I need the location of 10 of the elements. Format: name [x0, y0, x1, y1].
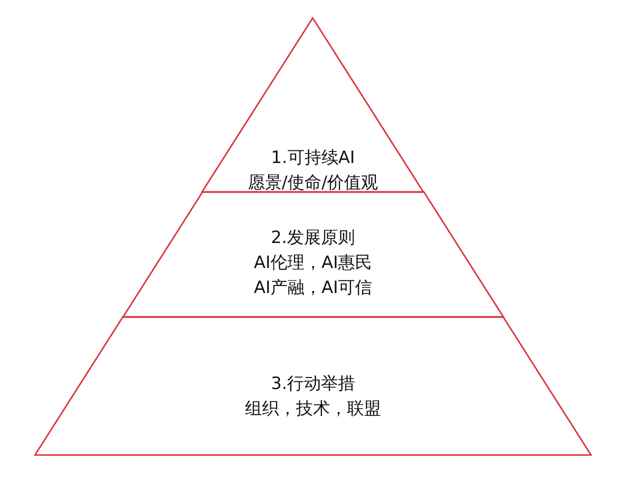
tier-title: 1.可持续AI [271, 147, 355, 170]
tier-text: 愿景/使命/价值观 [248, 172, 378, 195]
pyramid-tier [35, 317, 591, 455]
tier-title: 2.发展原则 [270, 227, 356, 250]
pyramid-tier [122, 192, 504, 317]
tier-text: AI产融，AI可信 [254, 277, 372, 300]
tier-title: 3.行动举措 [270, 373, 356, 396]
tier-text: 组织，技术，联盟 [245, 398, 381, 421]
pyramid-tier [202, 18, 424, 192]
tier-text: AI伦理，AI惠民 [254, 252, 372, 275]
